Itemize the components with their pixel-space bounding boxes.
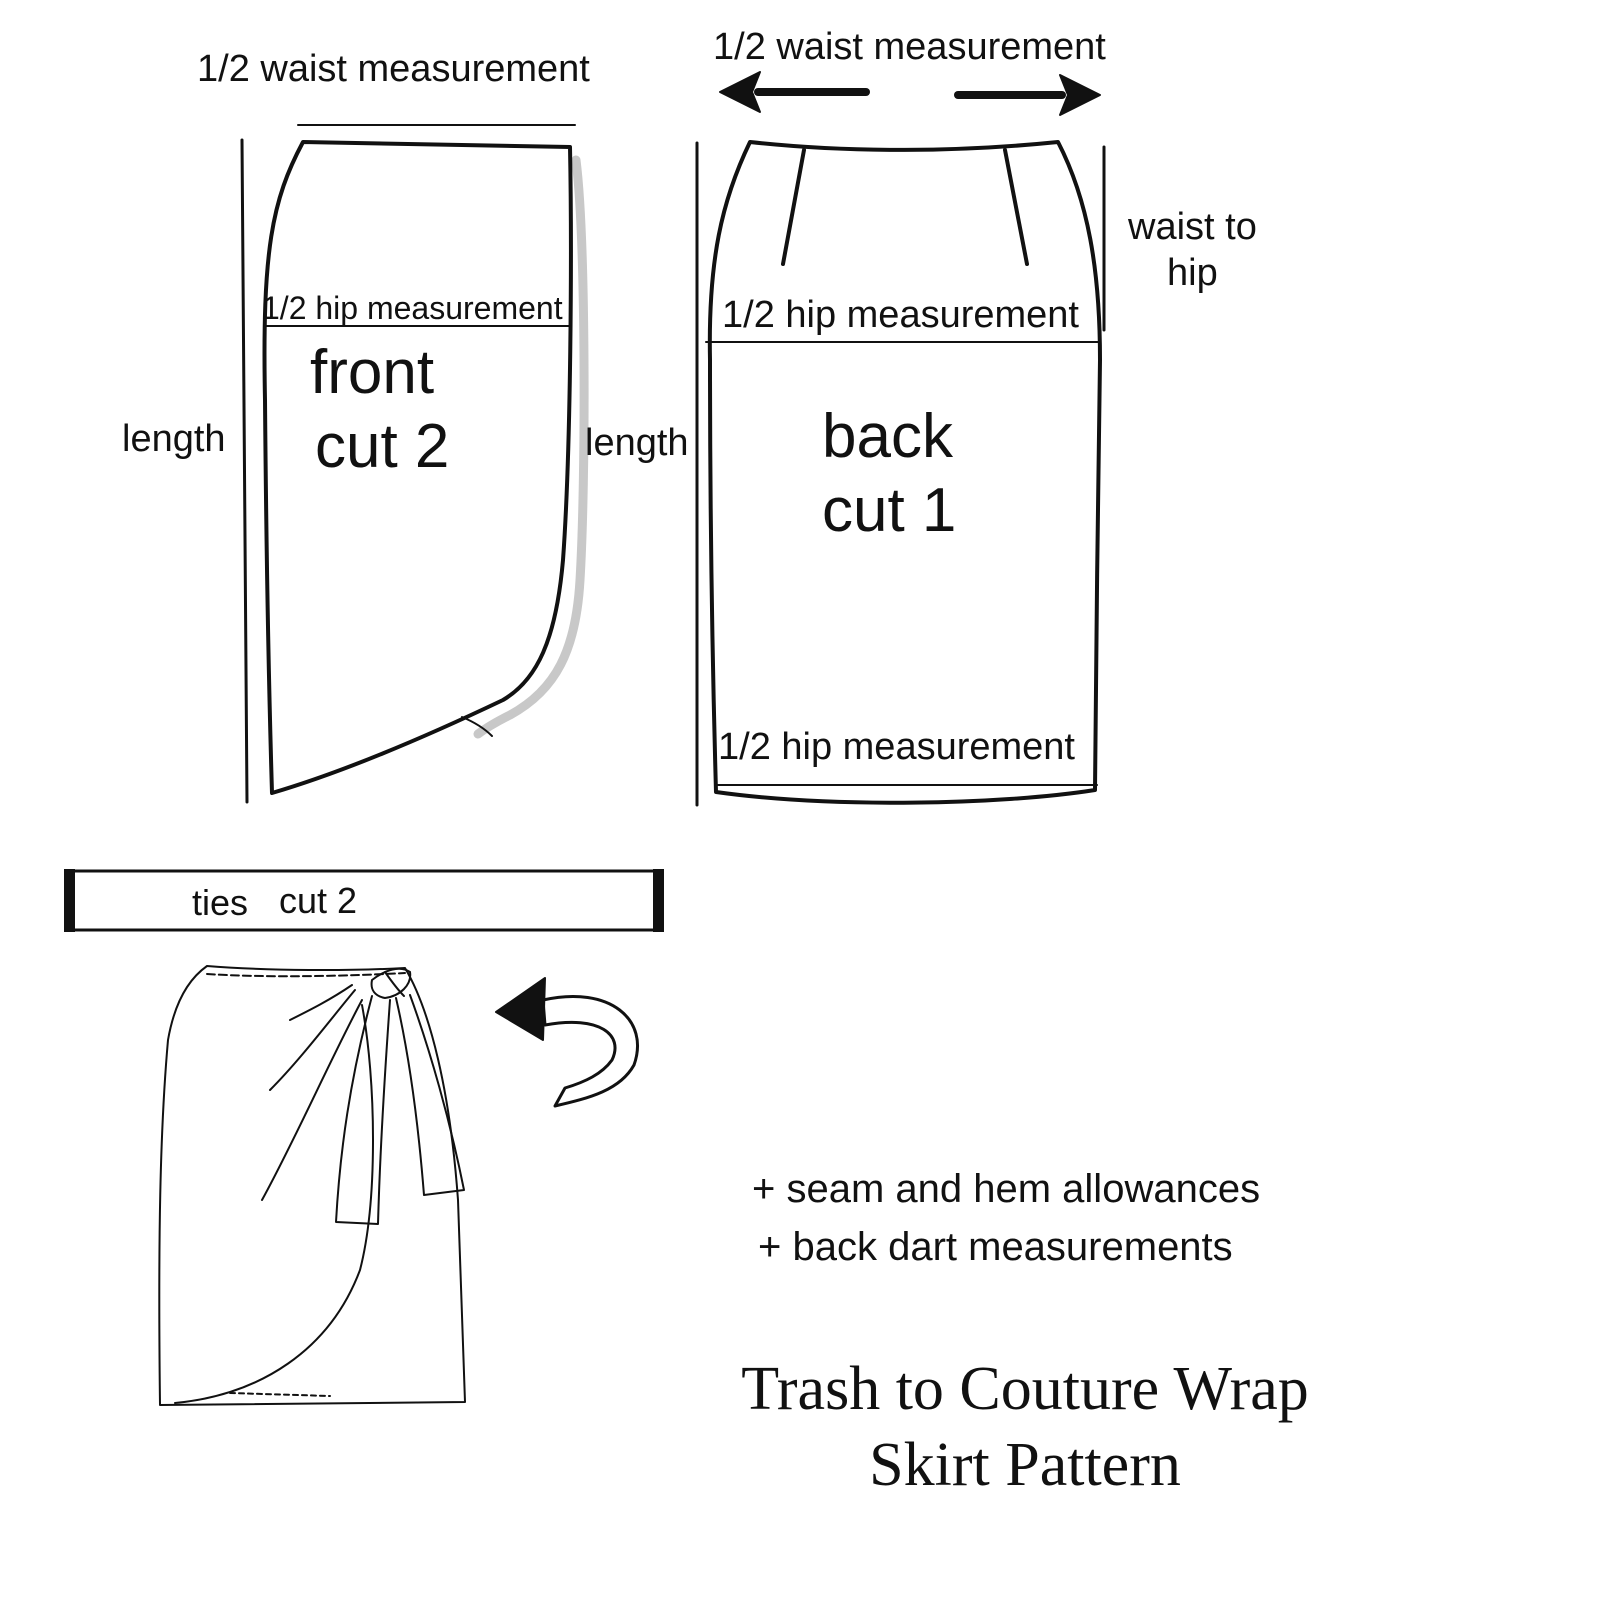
- waist-to-hip-label: waist to hip: [1128, 204, 1257, 297]
- skirt-drape-fold-3: [289, 984, 353, 1021]
- front-name-line2: cut 2: [315, 412, 450, 482]
- skirt-waistband: [206, 972, 406, 978]
- allowance-notes: + seam and hem allowances + back dart me…: [752, 1160, 1260, 1276]
- back-pattern-piece: [695, 71, 1106, 807]
- back-dart-left: [781, 148, 806, 266]
- front-piece-fold: [461, 716, 493, 737]
- front-length-guide: [240, 138, 249, 804]
- back-length-label: length: [585, 422, 689, 464]
- curved-arrow-body: [541, 995, 640, 1108]
- ties-label: ties: [192, 882, 249, 923]
- front-waist-label: 1/2 waist measurement: [197, 48, 590, 90]
- skirt-hem-hatch: [229, 1392, 331, 1397]
- back-piece-name: back cut 1: [822, 400, 956, 549]
- ties-end-left: [64, 869, 75, 932]
- back-hip-label: 1/2 hip measurement: [722, 294, 1079, 336]
- pattern-title: Trash to Couture Wrap Skirt Pattern: [645, 1352, 1405, 1503]
- waist-to-hip-line1: waist to: [1128, 206, 1257, 248]
- back-dart-right: [1003, 148, 1029, 266]
- arrow-left-icon: [719, 71, 761, 113]
- ties-end-right: [653, 869, 664, 932]
- front-length-label: length: [122, 418, 226, 460]
- front-hip-label: 1/2 hip measurement: [262, 290, 563, 326]
- note-back-dart: + back dart measurements: [758, 1225, 1233, 1269]
- back-name-line1: back: [822, 402, 953, 471]
- skirt-wrap-curve: [174, 1004, 374, 1404]
- back-hem-label: 1/2 hip measurement: [718, 726, 1075, 768]
- title-line1: Trash to Couture Wrap: [741, 1355, 1309, 1423]
- curved-arrow-icon: [495, 977, 640, 1108]
- back-name-line2: cut 1: [822, 476, 957, 546]
- ties-strip: [66, 869, 661, 932]
- front-name-line1: front: [310, 338, 435, 407]
- front-piece-name: front cut 2: [310, 336, 449, 485]
- skirt-knot: [370, 967, 412, 999]
- arrow-right-icon: [1059, 74, 1101, 116]
- waist-to-hip-line2: hip: [1167, 252, 1218, 295]
- front-piece-outline: [262, 140, 573, 795]
- back-piece-outline: [707, 140, 1102, 805]
- skirt-tie-long: [335, 995, 391, 1225]
- ties-cut-label: cut 2: [279, 880, 358, 921]
- front-pattern-piece: [240, 124, 589, 804]
- skirt-knot-loop: [384, 971, 405, 997]
- ties-pattern-piece: [64, 869, 664, 932]
- note-seam-hem: + seam and hem allowances: [752, 1167, 1261, 1211]
- skirt-drape-fold-1: [269, 989, 356, 1091]
- back-waist-label: 1/2 waist measurement: [713, 26, 1106, 68]
- skirt-tie-short: [395, 994, 465, 1196]
- front-piece-shadow: [473, 155, 589, 739]
- title-line2: Skirt Pattern: [869, 1430, 1181, 1499]
- finished-skirt-sketch: [158, 965, 466, 1406]
- skirt-outline: [158, 965, 466, 1406]
- curved-arrow-head: [495, 977, 546, 1041]
- skirt-drape-fold-2: [261, 999, 363, 1201]
